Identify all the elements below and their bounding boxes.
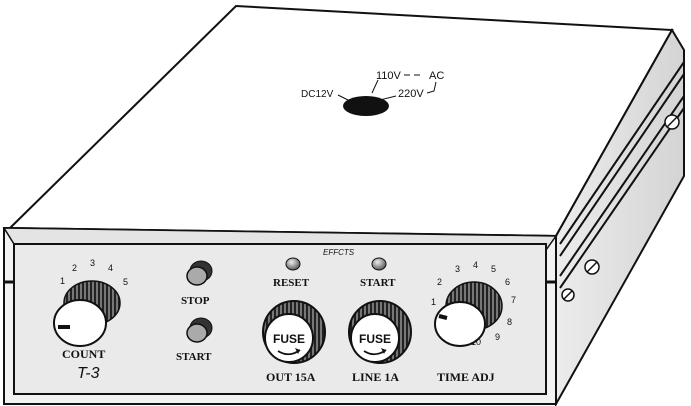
fuse-line-label: LINE 1A: [352, 370, 399, 384]
enclosure-top: [7, 4, 674, 238]
reset-indicator-led: [285, 257, 301, 271]
screw-icon: [664, 114, 680, 130]
time-scale-9: 9: [495, 332, 500, 342]
count-scale-5: 5: [123, 277, 128, 287]
time-scale-1: 1: [431, 297, 436, 307]
fuse-out-label: OUT 15A: [266, 370, 316, 384]
model-label: T-3: [77, 365, 100, 382]
stop-button[interactable]: [186, 260, 213, 286]
time-scale-4: 4: [473, 260, 478, 270]
count-scale-4: 4: [108, 263, 113, 273]
time-scale-3: 3: [455, 264, 460, 274]
count-scale-1: 1: [60, 276, 65, 286]
count-scale-3: 3: [90, 258, 95, 268]
count-knob[interactable]: 1 2 3 4 5: [53, 258, 128, 347]
start-button[interactable]: [186, 317, 213, 343]
fuse-out-cap-text: FUSE: [273, 332, 305, 346]
voltage-dc-label: DC12V: [301, 89, 334, 100]
voltage-110-label: 110V: [376, 70, 402, 82]
fuse-line-cap-text: FUSE: [359, 332, 391, 346]
time-scale-7: 7: [511, 295, 516, 305]
voltage-selector[interactable]: DC12V 110V AC 220V: [301, 70, 444, 116]
screw-icon: [561, 288, 575, 302]
fuse-holder-out[interactable]: FUSE: [262, 300, 326, 364]
stop-button-label: STOP: [181, 295, 210, 307]
reset-indicator-label: RESET: [273, 277, 310, 289]
time-scale-5: 5: [491, 264, 496, 274]
effects-label: EFFCTS: [323, 248, 355, 257]
time-adj-knob[interactable]: 1 2 3 4 5 6 7 8 9 10: [431, 260, 516, 347]
fuse-holder-line[interactable]: FUSE: [348, 300, 412, 364]
time-scale-2: 2: [437, 277, 442, 287]
enclosure: [2, 4, 685, 406]
time-scale-8: 8: [507, 317, 512, 327]
count-scale-2: 2: [72, 263, 77, 273]
time-scale-6: 6: [505, 277, 510, 287]
count-knob-label: COUNT: [62, 347, 105, 361]
time-adj-label: TIME ADJ: [437, 370, 495, 384]
screw-icon: [584, 259, 600, 275]
start-button-label: START: [176, 351, 212, 363]
start-indicator-led: [371, 257, 387, 271]
voltage-selector-hole[interactable]: [343, 96, 389, 116]
voltage-220-label: 220V: [398, 88, 424, 100]
start-indicator-label: START: [360, 277, 396, 289]
knob-pointer-icon: [438, 314, 448, 320]
voltage-ac-label: AC: [429, 70, 444, 82]
